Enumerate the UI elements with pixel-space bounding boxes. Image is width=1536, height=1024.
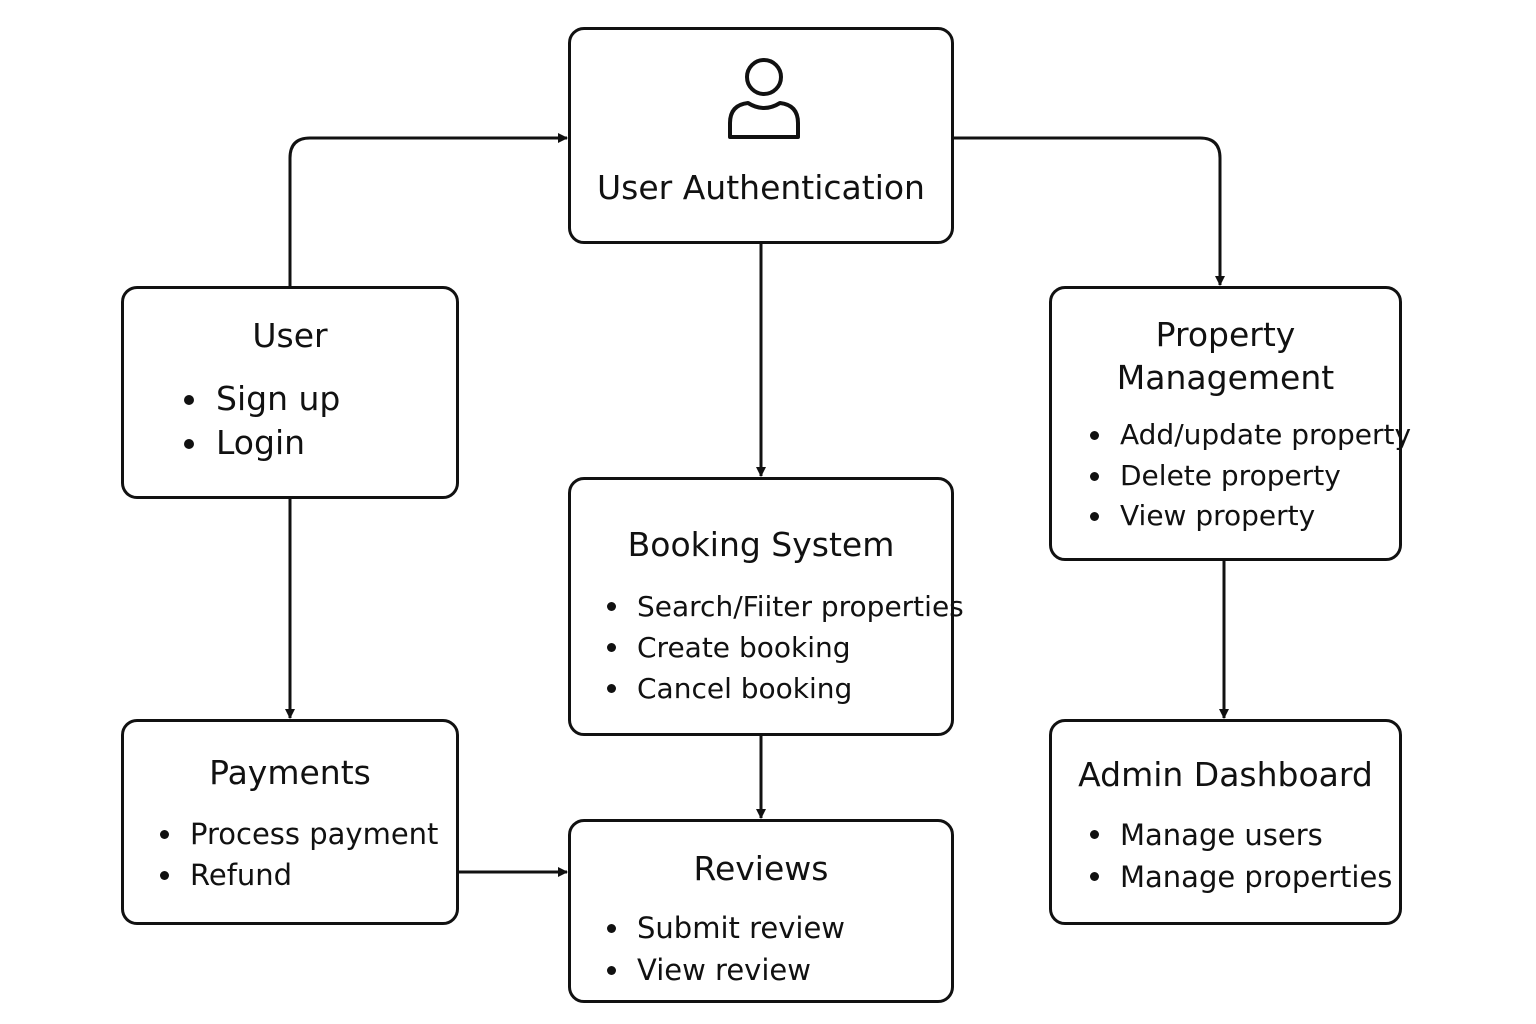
bullet bbox=[1090, 512, 1099, 521]
booking-system-list: Search/Fiiter properties Create booking … bbox=[601, 586, 964, 709]
bullet bbox=[607, 924, 616, 933]
list-item-label: Manage properties bbox=[1120, 860, 1393, 894]
list-item-label: Cancel booking bbox=[637, 672, 853, 705]
list-item: Process payment bbox=[154, 814, 438, 855]
list-item-label: Manage users bbox=[1120, 818, 1323, 852]
bullet bbox=[607, 602, 616, 611]
list-item-label: Search/Fiiter properties bbox=[637, 590, 964, 623]
payments-box: Payments Process payment Refund bbox=[121, 719, 459, 925]
list-item: Refund bbox=[154, 855, 438, 896]
payments-title: Payments bbox=[209, 753, 371, 792]
list-item-label: Create booking bbox=[637, 631, 851, 664]
bullet bbox=[1090, 872, 1099, 881]
reviews-list: Submit review View review bbox=[601, 908, 845, 991]
user-authentication-box: User Authentication bbox=[568, 27, 954, 244]
property-management-title: Property Management bbox=[1052, 313, 1399, 399]
property-management-title-line2: Management bbox=[1116, 358, 1335, 397]
user-authentication-title: User Authentication bbox=[597, 168, 925, 207]
list-item-label: View property bbox=[1120, 499, 1316, 532]
bullet bbox=[607, 643, 616, 652]
bullet bbox=[1090, 830, 1099, 839]
list-item: Search/Fiiter properties bbox=[601, 586, 964, 627]
bullet bbox=[607, 965, 616, 975]
list-item: Manage properties bbox=[1084, 856, 1392, 898]
list-item: Delete property bbox=[1084, 456, 1411, 497]
list-item-label: Sign up bbox=[216, 379, 341, 418]
admin-dashboard-box: Admin Dashboard Manage users Manage prop… bbox=[1049, 719, 1402, 925]
user-list: Sign up Login bbox=[178, 377, 340, 465]
list-item: Manage users bbox=[1084, 814, 1392, 856]
payments-list: Process payment Refund bbox=[154, 814, 438, 896]
list-item-label: Add/update property bbox=[1120, 418, 1412, 451]
reviews-title: Reviews bbox=[693, 849, 829, 888]
list-item: Sign up bbox=[178, 377, 340, 421]
booking-system-box: Booking System Search/Fiiter properties … bbox=[568, 477, 964, 736]
list-item: View review bbox=[601, 950, 845, 992]
bullet bbox=[160, 871, 169, 880]
booking-system-title: Booking System bbox=[627, 525, 895, 564]
list-item-label: Login bbox=[216, 423, 306, 462]
connector-auth-to-property bbox=[954, 136, 1225, 286]
property-management-list: Add/update property Delete property View… bbox=[1084, 415, 1411, 537]
user-title: User bbox=[252, 316, 328, 355]
property-management-box: Property Management Add/update property … bbox=[1049, 286, 1411, 561]
list-item-label: Delete property bbox=[1120, 458, 1341, 492]
user-box: User Sign up Login bbox=[121, 286, 459, 499]
property-management-title-line1: Property bbox=[1155, 315, 1296, 354]
list-item: View property bbox=[1084, 496, 1411, 537]
list-item-label: View review bbox=[637, 952, 811, 987]
list-item-label: Refund bbox=[190, 858, 293, 892]
list-item: Submit review bbox=[601, 908, 845, 950]
list-item: Cancel booking bbox=[601, 668, 964, 709]
bullet bbox=[184, 395, 194, 405]
reviews-box: Reviews Submit review View review bbox=[568, 819, 954, 1003]
list-item: Login bbox=[178, 421, 340, 465]
list-item-label: Submit review bbox=[637, 911, 845, 945]
person-icon bbox=[728, 58, 800, 139]
list-item: Create booking bbox=[601, 627, 964, 668]
bullet bbox=[184, 439, 194, 449]
bullet bbox=[1090, 431, 1099, 440]
admin-dashboard-title: Admin Dashboard bbox=[1078, 755, 1373, 794]
bullet bbox=[607, 684, 616, 693]
connector-user-to-auth bbox=[288, 133, 568, 286]
bullet bbox=[160, 830, 169, 839]
bullet bbox=[1090, 471, 1099, 481]
list-item-label: Process payment bbox=[190, 817, 439, 851]
admin-dashboard-list: Manage users Manage properties bbox=[1084, 814, 1392, 898]
list-item: Add/update property bbox=[1084, 415, 1411, 456]
